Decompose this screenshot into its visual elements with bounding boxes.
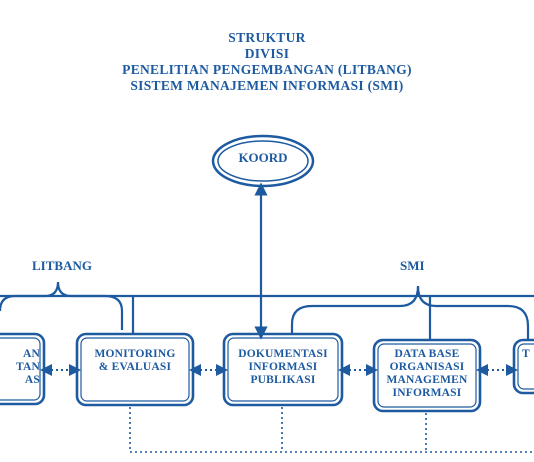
box-text-line: MANAGEMEN — [386, 374, 468, 386]
chart-title: STRUKTUR DIVISI PENELITIAN PENGEMBANGAN … — [0, 30, 534, 94]
box-text-line: AS — [24, 374, 40, 386]
box-text-line: AN — [22, 348, 40, 360]
box-text-line: INFORMASI — [392, 387, 462, 399]
litbang-brace — [0, 281, 124, 330]
box-label-partial-left: AN TAN AS — [0, 348, 40, 387]
smi-brace — [290, 285, 530, 340]
box-text-line: TAN — [15, 361, 40, 373]
title-line: STRUKTUR — [228, 30, 306, 45]
box-label-monitoring: MONITORING & EVALUASI — [81, 348, 189, 374]
box-text-line: PUBLIKASI — [250, 374, 316, 386]
box-text-line: T — [522, 348, 530, 360]
box-label-partial-right: T — [522, 348, 534, 361]
title-line: DIVISI — [244, 46, 290, 61]
box-text-line: & EVALUASI — [98, 361, 172, 373]
box-text-line: MONITORING — [94, 348, 176, 360]
title-line: PENELITIAN PENGEMBANGAN (LITBANG) — [122, 62, 412, 77]
box-text-line: DOKUMENTASI — [238, 348, 328, 360]
box-text-line: INFORMASI — [248, 361, 318, 373]
group-label-smi: SMI — [400, 258, 425, 273]
box-text-line: DATA BASE — [394, 348, 460, 360]
coordinator-label: KOORD — [238, 150, 288, 165]
box-label-dokumentasi: DOKUMENTASI INFORMASI PUBLIKASI — [228, 348, 338, 387]
group-label-litbang: LITBANG — [32, 258, 92, 273]
box-text-line: ORGANISASI — [389, 361, 465, 373]
title-line: SISTEM MANAJEMEN INFORMASI (SMI) — [130, 78, 404, 93]
box-label-database: DATA BASE ORGANISASI MANAGEMEN INFORMASI — [378, 348, 476, 400]
